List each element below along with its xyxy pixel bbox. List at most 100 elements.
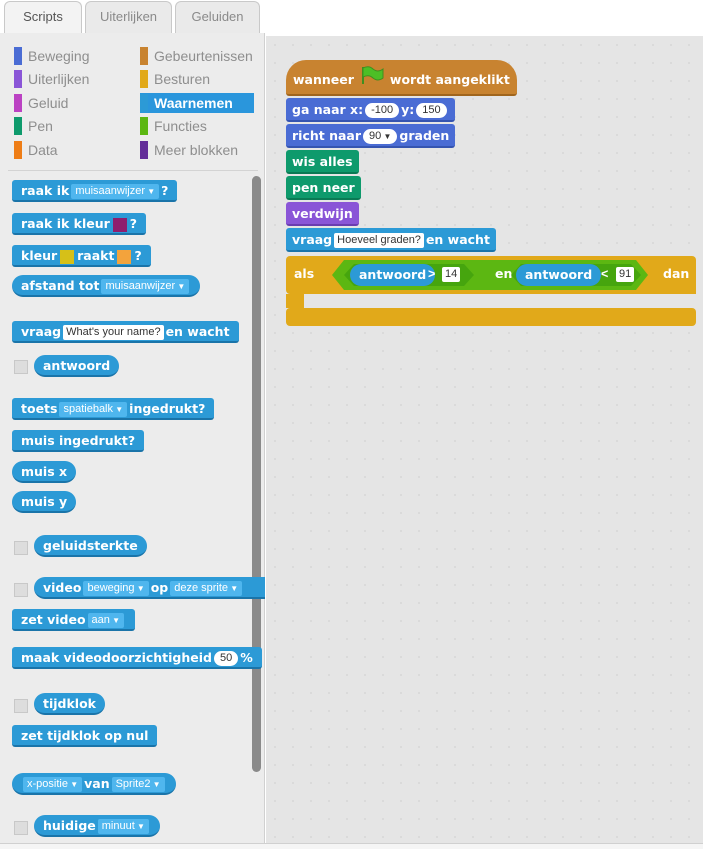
block-text: wanneer bbox=[293, 72, 354, 87]
direction-value: 90 bbox=[369, 130, 382, 142]
category-sound[interactable]: Geluid bbox=[14, 93, 124, 113]
block-touching-color[interactable]: raak ik kleur? bbox=[12, 213, 147, 235]
block-mouse-y[interactable]: muis y bbox=[12, 491, 77, 513]
category-swatch bbox=[14, 94, 22, 112]
if-mouth bbox=[304, 294, 696, 308]
category-label: Meer blokken bbox=[154, 142, 239, 158]
block-text: vraag bbox=[292, 232, 333, 247]
category-swatch bbox=[140, 141, 148, 159]
block-text: ? bbox=[161, 183, 169, 198]
category-swatch bbox=[14, 70, 22, 88]
video-attribute-dropdown[interactable]: beweging bbox=[83, 581, 149, 596]
video-target-dropdown[interactable]: deze sprite bbox=[170, 581, 243, 596]
category-sensing[interactable]: Waarnemen bbox=[140, 93, 254, 113]
block-mouse-x[interactable]: muis x bbox=[12, 461, 77, 483]
color-swatch[interactable] bbox=[117, 249, 132, 264]
block-timer[interactable]: tijdklok bbox=[34, 693, 105, 715]
block-key-pressed[interactable]: toetsspatiebalkingedrukt? bbox=[12, 398, 215, 420]
transparency-input[interactable]: 50 bbox=[213, 651, 239, 666]
block-clear[interactable]: wis alles bbox=[286, 150, 359, 174]
color-swatch[interactable] bbox=[112, 217, 127, 232]
category-pen[interactable]: Pen bbox=[14, 116, 124, 136]
block-mouse-down[interactable]: muis ingedrukt? bbox=[12, 430, 145, 452]
category-events[interactable]: Gebeurtenissen bbox=[140, 46, 258, 66]
tab-scripts[interactable]: Scripts bbox=[4, 1, 82, 35]
block-text: kleur bbox=[21, 248, 58, 263]
block-video-on[interactable]: videobewegingopdeze sprite bbox=[34, 577, 265, 599]
category-swatch bbox=[140, 47, 148, 65]
category-motion[interactable]: Beweging bbox=[14, 46, 124, 66]
answer-reporter-2[interactable]: antwoord bbox=[516, 264, 602, 286]
checkbox[interactable] bbox=[14, 541, 28, 555]
greater-than-sign: > bbox=[428, 267, 436, 281]
block-hide[interactable]: verdwijn bbox=[286, 202, 359, 226]
distance-dropdown[interactable]: muisaanwijzer bbox=[101, 279, 190, 294]
category-label: Besturen bbox=[154, 71, 211, 87]
block-when-flag-clicked[interactable]: wanneer wordt aangeklikt bbox=[286, 60, 517, 96]
less-than-input[interactable]: 91 bbox=[616, 267, 635, 282]
checkbox[interactable] bbox=[14, 360, 28, 374]
question-input[interactable]: Hoeveel graden? bbox=[334, 233, 424, 248]
block-answer[interactable]: antwoord bbox=[34, 355, 120, 377]
x-input[interactable]: -100 bbox=[365, 103, 400, 118]
tab-costumes[interactable]: Uiterlijken bbox=[85, 1, 172, 33]
greater-than-input[interactable]: 14 bbox=[442, 267, 461, 282]
block-loudness[interactable]: geluidsterkte bbox=[34, 535, 147, 557]
attribute-dropdown[interactable]: x-positie bbox=[23, 777, 83, 792]
block-text: en wacht bbox=[165, 324, 230, 339]
block-text: toets bbox=[21, 401, 58, 416]
color-swatch[interactable] bbox=[60, 249, 75, 264]
checkbox[interactable] bbox=[14, 699, 28, 713]
category-label: Uiterlijken bbox=[28, 71, 90, 87]
category-looks[interactable]: Uiterlijken bbox=[14, 69, 124, 89]
block-text: % bbox=[240, 650, 253, 665]
palette-scrollbar[interactable] bbox=[252, 176, 261, 772]
video-state-dropdown[interactable]: aan bbox=[87, 613, 125, 628]
block-reset-timer[interactable]: zet tijdklok op nul bbox=[12, 725, 158, 747]
category-swatch bbox=[14, 141, 22, 159]
less-than-sign: < bbox=[601, 267, 609, 281]
block-pen-down[interactable]: pen neer bbox=[286, 176, 361, 200]
block-text: ? bbox=[134, 248, 142, 263]
category-swatch bbox=[14, 117, 22, 135]
green-flag-icon bbox=[360, 61, 384, 101]
touching-dropdown[interactable]: muisaanwijzer bbox=[71, 184, 160, 199]
block-text: ingedrukt? bbox=[129, 401, 206, 416]
category-label: Geluid bbox=[28, 95, 69, 111]
direction-input[interactable]: 90 ▼ bbox=[363, 129, 398, 144]
and-keyword: en bbox=[495, 266, 513, 281]
category-label: Waarnemen bbox=[154, 95, 233, 111]
category-more-blocks[interactable]: Meer blokken bbox=[140, 140, 258, 160]
block-text: graden bbox=[399, 128, 450, 143]
ask-input[interactable]: What's your name? bbox=[63, 325, 164, 340]
time-unit-dropdown[interactable]: minuut bbox=[97, 819, 149, 834]
category-data[interactable]: Data bbox=[14, 140, 124, 160]
category-swatch bbox=[140, 70, 148, 88]
checkbox[interactable] bbox=[14, 583, 28, 597]
sprite-dropdown[interactable]: Sprite2 bbox=[111, 777, 165, 792]
key-dropdown[interactable]: spatiebalk bbox=[59, 402, 128, 417]
block-text: wordt aangeklikt bbox=[389, 72, 510, 87]
block-if[interactable]: als antwoord > 14 en antwoord < 91 dan bbox=[286, 256, 696, 328]
answer-reporter-1[interactable]: antwoord bbox=[350, 264, 436, 286]
category-label: Data bbox=[28, 142, 58, 158]
category-label: Pen bbox=[28, 118, 53, 134]
y-input[interactable]: 150 bbox=[416, 103, 447, 118]
category-operators[interactable]: Functies bbox=[140, 116, 258, 136]
tab-bar: Scripts Uiterlijken Geluiden bbox=[0, 0, 703, 35]
block-attribute-of[interactable]: x-positievanSprite2 bbox=[12, 773, 176, 795]
tab-sounds[interactable]: Geluiden bbox=[175, 1, 260, 33]
checkbox[interactable] bbox=[14, 821, 28, 835]
category-control[interactable]: Besturen bbox=[140, 69, 258, 89]
